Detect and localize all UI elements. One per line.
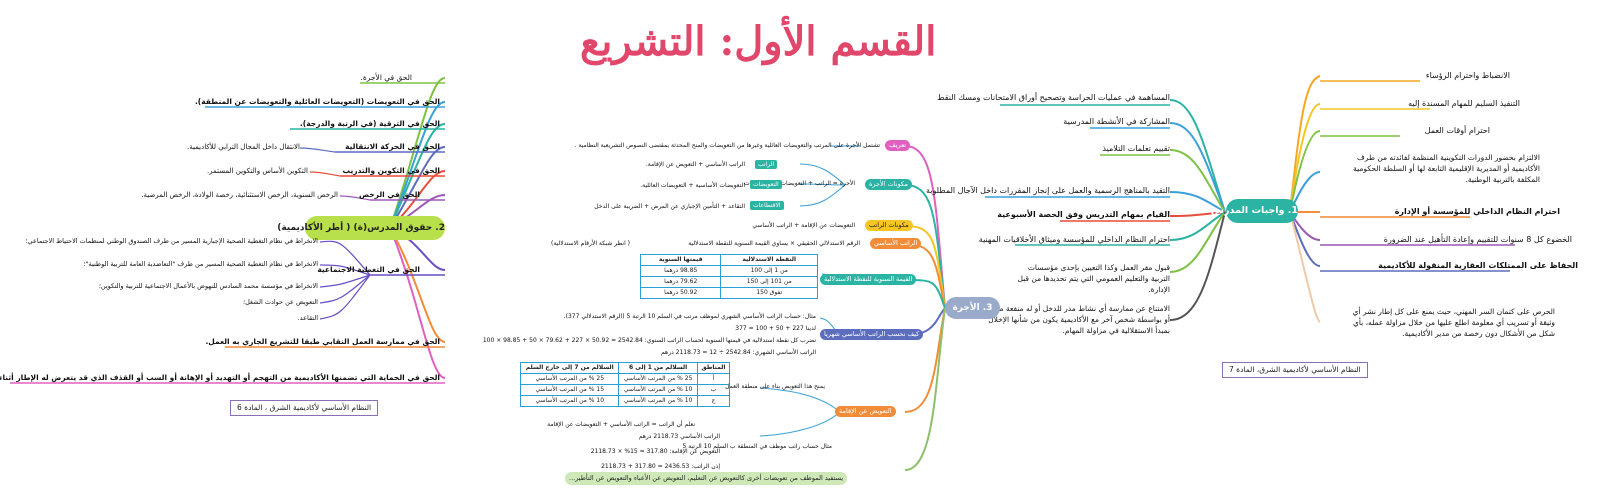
annual-value-tag[interactable]: القيمة السنوية للنقطة الاستدلالية xyxy=(820,274,917,285)
duty-item: التقيد بالمناهج الرسمية والعمل على إنجاز… xyxy=(925,186,1170,195)
example-line: إذن الراتب: 2436.53 = 317.80 + 2118.73 xyxy=(601,463,720,470)
right-item: الحق في التكوين والتدريب xyxy=(342,166,440,175)
right-item: الحق في التغطية الاجتماعية xyxy=(317,265,420,274)
components-tag: الراتب xyxy=(755,160,778,169)
calc-line: نضرب كل نقطة استدلالية في قيمتها السنوية… xyxy=(482,337,816,344)
right-item: الحق في الحماية التي تضمنها الأكاديمية م… xyxy=(0,373,440,382)
right-sub: الانخراط في نظام التغطية الصحية المسير م… xyxy=(83,260,318,268)
right-sub: التعويض عن حوادث الشغل؛ xyxy=(243,298,318,306)
duty-item: احترام النظام الداخلي للمؤسسة وميثاق الأ… xyxy=(978,235,1170,244)
wage-components-sub: الأجرة = الراتب + التعويضات + الاقتطاعات xyxy=(743,180,855,187)
components-tag: التعويضات xyxy=(750,180,782,189)
duty-item: التنفيذ السليم للمهام المسندة إليه xyxy=(1408,99,1520,108)
zone-note: نعلم أن الراتب = الراتب الأساسي + التعوي… xyxy=(547,421,695,428)
duty-item: الامتناع عن ممارسة أي نشاط مدر للدخل أو … xyxy=(980,304,1170,335)
right-item: الحق في الرخص xyxy=(359,190,420,199)
duty-item: احترام النظام الداخلي للمؤسسة أو الإدارة xyxy=(1394,207,1560,216)
duty-item: الالتزام بحضور الدورات التكوينية المنظمة… xyxy=(1353,153,1540,184)
right-item: الحق في الأجرة. xyxy=(360,73,412,82)
duty-item: الحفاظ على الممتلكات العقارية المنقولة ل… xyxy=(1378,261,1578,270)
components-item: التقاعد + التأمين الإجباري عن المرض + ال… xyxy=(594,203,745,210)
calc-line: لدينا 227 + 50 + 100 = 377 xyxy=(735,325,816,332)
duty-item: الخضوع كل 8 سنوات للتقييم وإعادة التأهيل… xyxy=(1383,235,1572,244)
components-item: التعويضات الأساسية + التعويضات العائلية. xyxy=(640,182,745,189)
duty-item: الانضباط واحترام الرؤساء xyxy=(1425,71,1510,80)
duty-item: المساهمة في عمليات الحراسة وتصحيح أوراق … xyxy=(937,93,1170,102)
right-item: الحق في الترقية (في الرتبة والدرجة). xyxy=(299,119,440,128)
salary-components: التعويضات عن الإقامة + الراتب الأساسي xyxy=(752,222,855,229)
base-salary: الرقم الاستدلالي الحقيقي × يساوي القيمة … xyxy=(688,240,860,247)
calc-line: الراتب الأساسي الشهري: 2542.84 ÷ 12 = 21… xyxy=(661,349,816,356)
zone-label: يمنح هذا التعويض بناء على منطقة العمل xyxy=(725,383,825,390)
duty-item: القيام بمهام التدريس وفق الحصة الأسبوعية xyxy=(997,210,1170,219)
right-sub: الانتقال داخل المجال الترابي للأكاديمية. xyxy=(187,143,300,151)
right-sub: التكوين الأساس والتكوين المستمر. xyxy=(206,167,308,175)
example-label: مثال حساب راتب موظف في المنطقة ب السلم 1… xyxy=(682,443,832,450)
right-sub: التقاعد. xyxy=(297,314,318,322)
wage-definition-tag[interactable]: تعريف xyxy=(885,140,911,151)
calc-line: مثال: حساب الراتب الأساسي الشهري لموظف م… xyxy=(563,313,816,320)
base-salary-tag[interactable]: الراتب الأساسي xyxy=(870,238,922,249)
duty-item: الحرص على كتمان السر المهني، حيث يمنع عل… xyxy=(1352,307,1555,338)
components-tag: الاقتطاعات xyxy=(750,201,784,210)
residence-tag[interactable]: التعويض عن الإقامة xyxy=(835,406,896,417)
right-sub: الانخراط في مؤسسة محمد السادس للنهوض بال… xyxy=(98,282,318,290)
duties-reference: النظام الأساسي لأكاديمية الشرق، المادة 7 xyxy=(1222,362,1368,378)
right-sub: الانخراط في نظام التغطية الصحية الإجباري… xyxy=(25,237,318,245)
wage-footer: يستفيد الموظف من تعويضات أخرى كالتعويض ع… xyxy=(565,472,848,485)
duties-hub[interactable]: 1. واجبات المدرس xyxy=(1211,199,1298,223)
duty-item: تقييم تعلمات التلاميذ xyxy=(1102,144,1170,153)
example-line: الراتب الأساسي 2118.73 درهم xyxy=(638,433,720,440)
base-salary-note: ( انظر شبكة الأرقام الاستدلالية) xyxy=(551,240,630,247)
right-sub: الرخص السنوية، الرخص الاستثنائية، رخصة ا… xyxy=(141,191,338,199)
duty-item: قبول مقر العمل وكذا التعيين بإحدى مؤسسات… xyxy=(1017,263,1170,294)
right-item: الحق في ممارسة العمل النقابي طبقا للتشري… xyxy=(205,337,440,346)
page-title: القسم الأول: التشريع xyxy=(580,18,937,65)
example-line: التعويض عن الإقامة: 317.80 = 15% × 2118.… xyxy=(590,448,720,455)
duty-item: المشاركة في الأنشطة المدرسية xyxy=(1063,117,1170,126)
right-item: الحق في الحركة الانتقالية xyxy=(345,142,440,151)
right-item: الحق في التعويضات (التعويضات العائلية وا… xyxy=(194,97,440,106)
wage-hub[interactable]: 3. الأجرة xyxy=(945,297,1000,319)
duty-item: احترام أوقات العمل xyxy=(1424,126,1490,135)
rights-hub[interactable]: 2. حقوق المدرس(ة) ( أطر الأكاديمية) xyxy=(277,216,445,240)
wage-definition: تشتمل الأجرة على المرتب والتعويضات العائ… xyxy=(574,142,880,149)
salary-components-tag[interactable]: مكونات الراتب xyxy=(865,220,913,231)
calc-tag[interactable]: كيف نحسب الراتب الأساسي شهريا xyxy=(820,329,924,340)
wage-components-tag[interactable]: مكونات الأجرة xyxy=(865,179,912,190)
components-item: الراتب الأساسي + التعويض عن الإقامة. xyxy=(645,161,745,168)
rights-reference: النظام الأساسي لأكاديمية الشرق ، المادة … xyxy=(230,400,379,416)
